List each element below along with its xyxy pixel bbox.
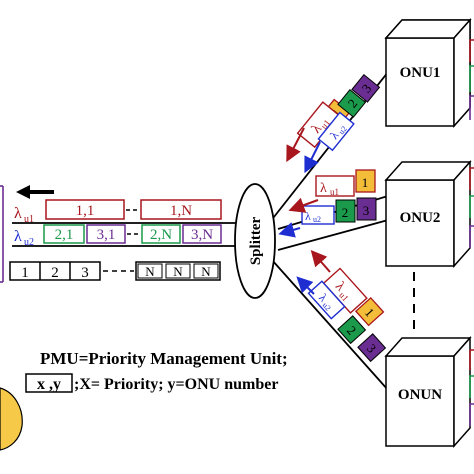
lambda-symbol: λ	[14, 228, 22, 245]
svg-text:λ: λ	[320, 181, 327, 196]
cell-3-N: 3,N	[191, 227, 213, 243]
feeder-row-3: 1 2 3 N N N	[9, 261, 221, 281]
svg-text:N: N	[173, 264, 183, 279]
cell-1-N: 1,N	[170, 203, 192, 219]
svg-text:3: 3	[363, 203, 370, 218]
cell-2-N: 2,N	[150, 227, 172, 243]
svg-text:u2: u2	[313, 215, 321, 224]
legend-key-text: ;X= Priority; y=ONU number	[74, 376, 278, 393]
feeder-lambda-u2: λ u2	[14, 228, 34, 248]
onu-1: ONU1	[384, 18, 472, 128]
svg-text:λ: λ	[305, 209, 311, 223]
pmu-shape	[0, 387, 23, 451]
svg-text:3: 3	[81, 265, 89, 281]
svg-text:2: 2	[51, 265, 59, 281]
feeder-lambda-u1: λ u1	[14, 205, 34, 225]
onu-2: ONU2	[384, 160, 472, 268]
legend-pmu: PMU=Priority Management Unit;	[40, 349, 288, 368]
branch-onu1: 1 2 3 λ u1 λ u2	[286, 74, 381, 174]
branch-onun: 1 2 3 λ u1 λ u2	[296, 249, 387, 363]
svg-text:u2: u2	[24, 237, 34, 248]
lambda-symbol: λ	[14, 205, 22, 222]
feeder-fiber	[12, 222, 236, 247]
svg-text:u2: u2	[321, 301, 333, 313]
onu-2-label: ONU2	[400, 210, 441, 226]
svg-text:N: N	[201, 264, 211, 279]
onu-n-label: ONUN	[398, 387, 442, 403]
onu-1-label: ONU1	[400, 65, 441, 81]
svg-text:u1: u1	[24, 214, 34, 225]
feeder-row-2: 2,1 3,1 2,N 3,N	[43, 224, 222, 244]
cell-2-1: 2,1	[55, 227, 74, 243]
svg-text:N: N	[145, 264, 155, 279]
branch-onu2: 1 2 3 λ u1 λ u2	[278, 169, 377, 238]
splitter-label: Splitter	[248, 216, 264, 265]
cell-1-1: 1,1	[76, 203, 95, 219]
onu-side-brackets	[469, 39, 474, 426]
onu-n: ONUN	[384, 336, 472, 448]
olt-edge	[0, 185, 4, 283]
legend-key-box: x ,y	[37, 376, 61, 393]
legend-key: x ,y ;X= Priority; y=ONU number	[25, 373, 278, 393]
svg-text:u2: u2	[337, 124, 349, 136]
upstream-arrow	[16, 185, 54, 199]
svg-text:1: 1	[362, 175, 369, 190]
svg-text:1: 1	[21, 265, 29, 281]
svg-text:u1: u1	[330, 187, 339, 197]
svg-text:2: 2	[342, 205, 349, 220]
feeder-row-1: 1,1 1,N	[45, 199, 222, 220]
cell-3-1: 3,1	[97, 227, 116, 243]
splitter: Splitter	[234, 183, 276, 299]
